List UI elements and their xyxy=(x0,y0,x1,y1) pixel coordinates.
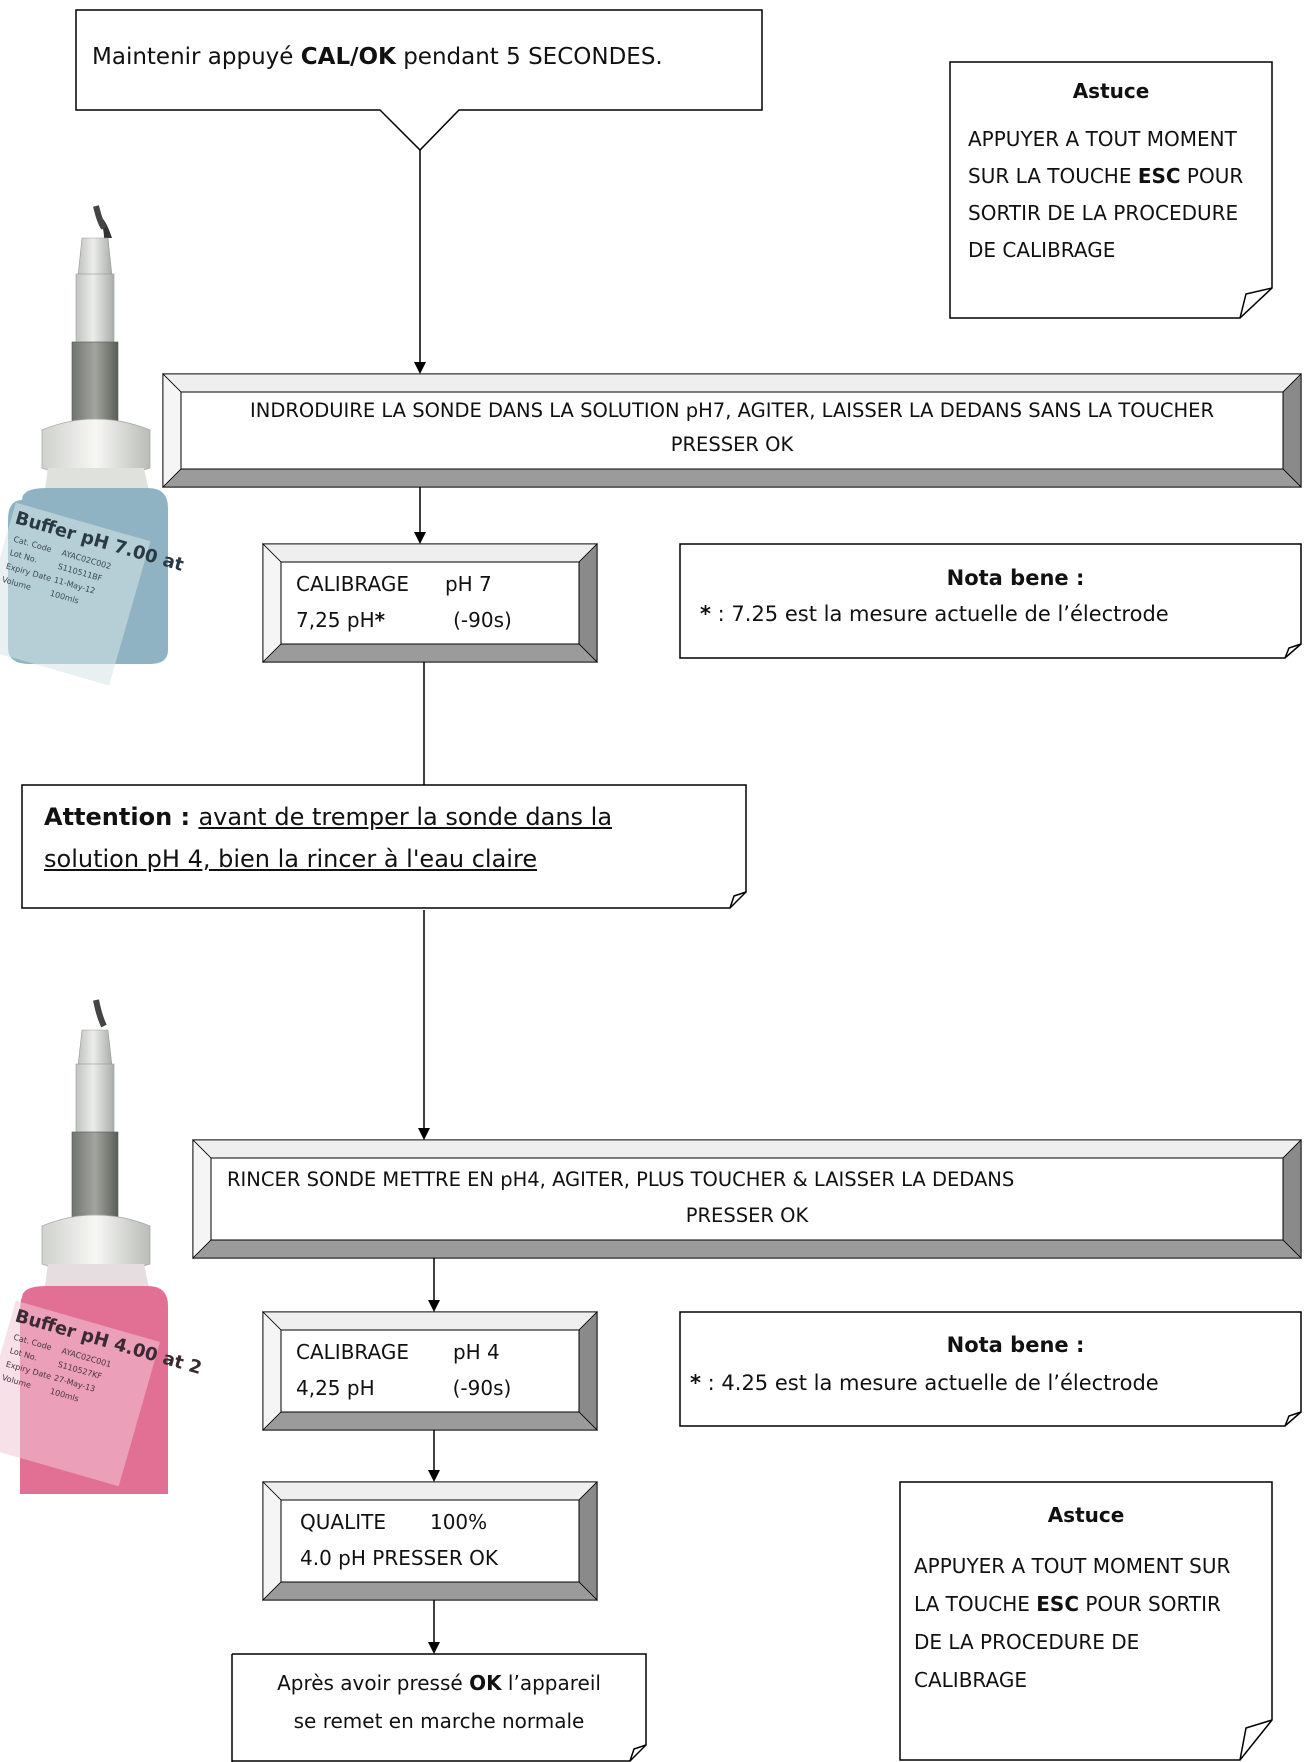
start-key: CAL/OK xyxy=(300,44,396,70)
end-line1: Après avoir pressé OK l’appareil xyxy=(277,1671,601,1695)
tip-bottom-line4: CALIBRAGE xyxy=(914,1668,1027,1692)
note-ph4-star: * xyxy=(690,1371,701,1395)
note-shape-warning xyxy=(21,784,747,909)
step-ph7: INDRODUIRE LA SONDE DANS LA SOLUTION pH7… xyxy=(181,394,1283,462)
bevel-box-ph4-step xyxy=(192,1139,1302,1259)
tip-top-title: Astuce xyxy=(1072,79,1150,103)
tip-top-line4: DE CALIBRAGE xyxy=(968,238,1116,262)
display-ph4-timer: (-90s) xyxy=(452,1376,512,1400)
bevel-box-quality-display xyxy=(262,1481,598,1601)
note-shape-tip-top xyxy=(949,61,1273,319)
tip-bottom-line1: APPUYER A TOUT MOMENT SUR xyxy=(914,1554,1231,1578)
tip-bottom-esc-key: ESC xyxy=(1036,1592,1079,1616)
note-shape-ph4 xyxy=(679,1311,1302,1427)
step-ph4-line2: PRESSER OK xyxy=(685,1204,809,1227)
display-ph4-target: pH 4 xyxy=(452,1340,500,1364)
display-ph7-star: * xyxy=(374,608,386,632)
tip-top-esc-key: ESC xyxy=(1137,164,1181,188)
warning-line1: avant de tremper la sonde dans la xyxy=(198,803,613,831)
buffer-bottle-ph4-image: Buffer pH 4.00 at 2 Cat. CodeAYAC02C001 … xyxy=(0,999,204,1494)
display-ph4-mode: CALIBRAGE xyxy=(296,1340,409,1364)
tip-top: Astuce APPUYER A TOUT MOMENT SUR LA TOUC… xyxy=(950,76,1272,269)
display-quality-line2: 4.0 pH PRESSER OK xyxy=(300,1546,498,1570)
note-ph7: Nota bene : * : 7.25 est la mesure actue… xyxy=(680,560,1301,632)
tip-bottom: Astuce APPUYER A TOUT MOMENT SUR LA TOUC… xyxy=(900,1500,1272,1699)
display-ph7-reading: 7,25 pH xyxy=(296,608,375,632)
note-ph4-text: : 4.25 est la mesure actuelle de l’élect… xyxy=(700,1371,1159,1395)
warning-note: Attention : avant de tremper la sonde da… xyxy=(44,796,612,880)
tip-top-line3: SORTIR DE LA PROCEDURE xyxy=(968,201,1239,225)
display-quality-label: QUALITE xyxy=(300,1510,386,1534)
bevel-box-ph4-display xyxy=(262,1311,598,1431)
display-ph7-target: pH 7 xyxy=(444,572,492,596)
tip-bottom-title: Astuce xyxy=(1047,1503,1125,1527)
display-quality-value: 100% xyxy=(429,1510,488,1534)
tip-top-line2: SUR LA TOUCHE ESC POUR xyxy=(968,164,1244,188)
note-shape-end xyxy=(231,1653,647,1762)
display-ph4: CALIBRAGE pH 4 4,25 pH (-90s) xyxy=(296,1334,511,1406)
display-ph7: CALIBRAGE pH 7 7,25 pH* (-90s) xyxy=(296,566,512,638)
tip-bottom-line3: DE LA PROCEDURE DE xyxy=(914,1630,1140,1654)
tip-top-line1: APPUYER A TOUT MOMENT xyxy=(968,127,1237,151)
display-ph4-reading: 4,25 pH xyxy=(296,1376,375,1400)
step-ph7-line1: INDRODUIRE LA SONDE DANS LA SOLUTION pH7… xyxy=(249,399,1214,422)
bevel-box-ph7-step xyxy=(162,373,1302,488)
note-ph4: Nota bene : * : 4.25 est la mesure actue… xyxy=(680,1326,1301,1402)
start-instruction: Maintenir appuyé CAL/OK pendant 5 SECOND… xyxy=(92,40,663,76)
tip-bottom-line2: LA TOUCHE ESC POUR SORTIR xyxy=(914,1592,1221,1616)
display-ph7-timer: (-90s) xyxy=(453,608,512,632)
end-note: Après avoir pressé OK l’appareil se reme… xyxy=(232,1664,646,1740)
warning-line2: solution pH 4, bien la rincer à l'eau cl… xyxy=(44,845,538,873)
note-ph7-star: * xyxy=(700,602,711,626)
bevel-box-ph7-display xyxy=(262,543,598,663)
start-suffix: pendant 5 SECONDES. xyxy=(395,44,663,70)
end-ok-key: OK xyxy=(469,1671,502,1695)
step-ph4: RINCER SONDE METTRE EN pH4, AGITER, PLUS… xyxy=(211,1162,1283,1234)
step-ph4-line1: RINCER SONDE METTRE EN pH4, AGITER, PLUS… xyxy=(227,1168,1015,1191)
start-prefix: Maintenir appuyé xyxy=(92,44,301,70)
note-shape-ph7 xyxy=(679,543,1302,659)
step-ph7-line2: PRESSER OK xyxy=(670,433,794,456)
note-ph7-title: Nota bene : xyxy=(946,566,1085,590)
display-ph7-mode: CALIBRAGE xyxy=(296,572,409,596)
display-quality: QUALITE 100% 4.0 pH PRESSER OK xyxy=(300,1504,498,1576)
end-line2: se remet en marche normale xyxy=(293,1709,585,1733)
note-shape-tip-bottom xyxy=(899,1481,1273,1761)
note-ph4-title: Nota bene : xyxy=(946,1333,1085,1357)
start-callout-shape xyxy=(75,9,763,152)
warning-label: Attention : xyxy=(44,803,199,831)
note-ph7-text: : 7.25 est la mesure actuelle de l’élect… xyxy=(710,602,1169,626)
